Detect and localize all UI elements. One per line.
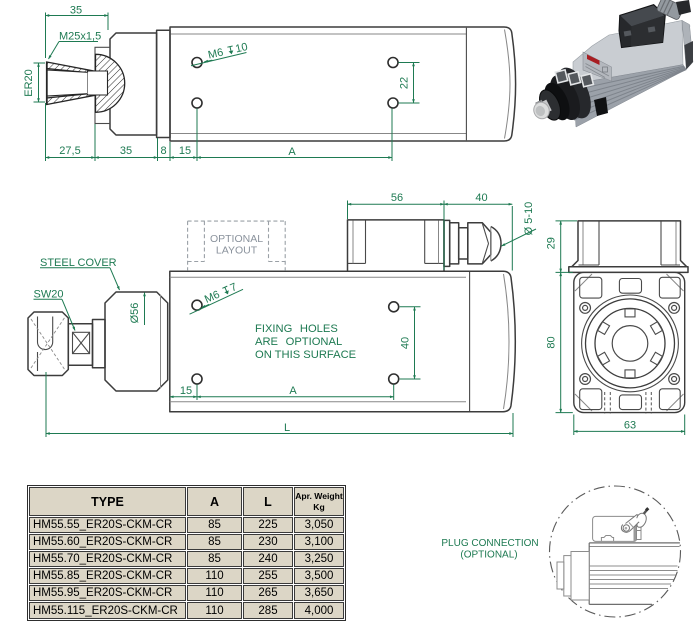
svg-text:15: 15 <box>179 145 191 157</box>
svg-text:Ø56: Ø56 <box>129 303 141 324</box>
svg-text:SW20: SW20 <box>34 289 64 301</box>
svg-text:ON THIS SURFACE: ON THIS SURFACE <box>255 349 356 361</box>
svg-text:80: 80 <box>546 336 558 348</box>
svg-text:FIXING HOLES: FIXING HOLES <box>255 323 338 335</box>
svg-text:A: A <box>288 146 296 158</box>
svg-text:63: 63 <box>624 420 636 432</box>
svg-text:PLUG CONNECTION: PLUG CONNECTION <box>441 538 538 549</box>
svg-text:LAYOUT: LAYOUT <box>216 245 258 257</box>
svg-text:A: A <box>289 385 297 397</box>
svg-text:M6: M6 <box>203 289 222 306</box>
svg-text:OPTIONAL: OPTIONAL <box>210 233 263 245</box>
svg-text:7: 7 <box>228 281 238 294</box>
svg-text:STEEL COVER: STEEL COVER <box>40 257 117 269</box>
svg-text:15: 15 <box>180 385 192 397</box>
svg-text:10: 10 <box>234 41 249 55</box>
svg-text:22: 22 <box>399 77 411 89</box>
svg-text:M25x1,5: M25x1,5 <box>59 31 101 43</box>
svg-text:40: 40 <box>400 337 412 349</box>
svg-text:L: L <box>284 422 290 434</box>
svg-text:ARE OPTIONAL: ARE OPTIONAL <box>255 336 342 348</box>
svg-text:35: 35 <box>70 5 82 17</box>
svg-text:Ø 5-10: Ø 5-10 <box>523 202 535 236</box>
svg-text:56: 56 <box>391 192 403 204</box>
svg-text:29: 29 <box>546 237 558 249</box>
svg-text:(OPTIONAL): (OPTIONAL) <box>460 550 517 561</box>
svg-text:35: 35 <box>120 145 132 157</box>
svg-text:40: 40 <box>475 192 487 204</box>
svg-text:27,5: 27,5 <box>59 145 80 157</box>
svg-text:8: 8 <box>160 145 166 157</box>
svg-text:M6: M6 <box>207 46 225 61</box>
svg-text:ER20: ER20 <box>23 69 35 97</box>
